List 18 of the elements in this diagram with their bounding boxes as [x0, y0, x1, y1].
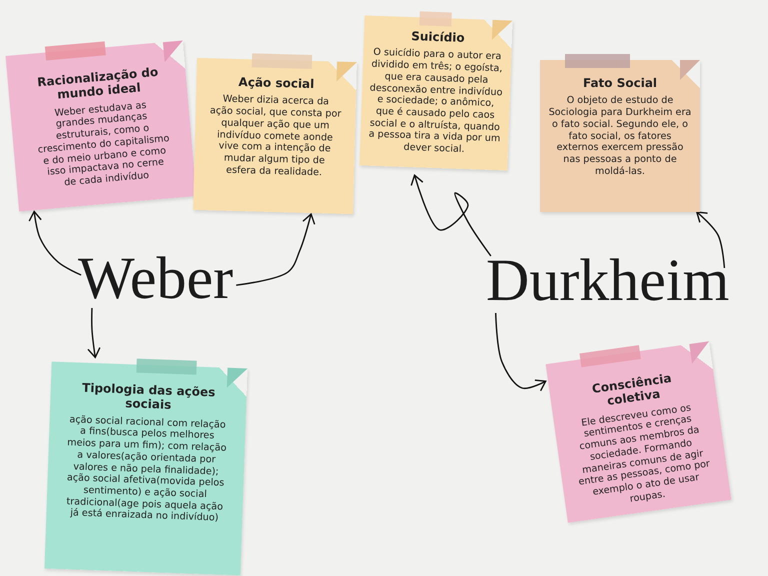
arrow — [410, 174, 492, 256]
arrow — [236, 213, 316, 286]
author-name: Weber — [78, 248, 234, 308]
note-heading: Tipologia das ações sociais — [80, 380, 217, 414]
arrow — [696, 211, 726, 268]
note-heading: Fato Social — [582, 76, 658, 90]
note-body: Weber dizia acerca da ação social, que consta por qualquer ação que um indivíduo comete aonde vive com a intenção de mudar algum tipo de esfera da realidade. — [208, 94, 342, 180]
arrow — [87, 308, 101, 358]
note-body: O objeto de estudo de Sociologia para Durkheim era o fato social. Segundo ele, o fato social, os fatores externos exercem pressão nas pessoas a ponto de moldá-las. — [548, 95, 692, 178]
note-heading: Consciência coletiva — [590, 370, 672, 408]
sticky-note — [44, 362, 248, 576]
note-body: ação social racional com relação a fins(busca pelos melhores meios para um fim); com relação a valores(ação orientada por valores e não pela finalidade); ação social afetiva(movida pelos sentimento) e ação social tradicional(age pois aquela ação já está enraizada no indivíduo) — [65, 414, 228, 525]
note-heading: Ação social — [237, 74, 316, 92]
arrow — [28, 210, 82, 276]
note-body: O suicídio para o autor era dividido em três; o egoísta, que era causado pela desconexão entre indivíduo e sociedade; o anômico, que é causado pelo caos social e o altruísta, quando a pessoa tira a vida por um dever social. — [367, 47, 504, 158]
note-heading: Suicídio — [410, 28, 466, 47]
arrow — [495, 312, 546, 392]
author-name: Durkheim — [486, 250, 730, 310]
